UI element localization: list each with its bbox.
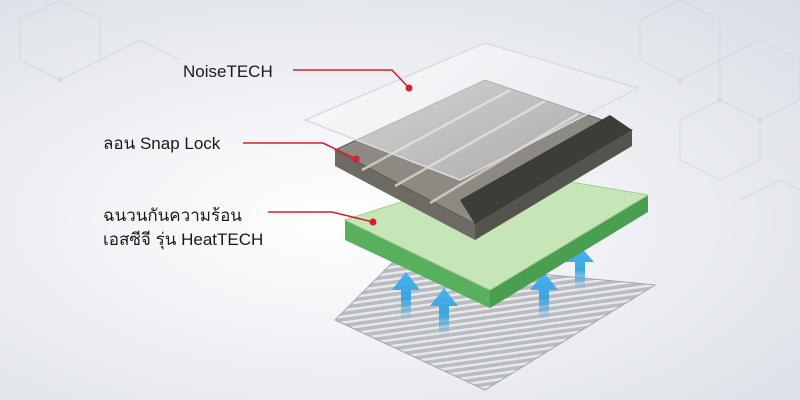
heat-up-arrow	[530, 272, 558, 320]
noisetech-clear-sheet	[303, 42, 641, 181]
heat-up-arrow	[430, 288, 458, 336]
heat-up-arrow	[392, 272, 420, 320]
snap-lock-leader-line	[243, 142, 357, 160]
label-heattech: ฉนวนกันความร้อน เอสซีจี รุ่น HeatTECH	[103, 204, 263, 252]
label-heattech-line1: ฉนวนกันความร้อน	[103, 206, 242, 225]
leader-dots	[352, 84, 413, 226]
noisetech-leader-line	[293, 69, 410, 89]
hex-pattern-decoration	[19, 0, 800, 201]
label-heattech-line2: เอสซีจี รุ่น HeatTECH	[103, 230, 264, 249]
snap-lock-leader-dot	[352, 155, 360, 163]
metal-base-sheet	[334, 259, 657, 391]
heattech-leader-line	[268, 211, 374, 223]
leader-lines	[243, 69, 410, 223]
label-snap-lock: ลอน Snap Lock	[103, 134, 221, 153]
noisetech-leader-dot	[405, 84, 413, 92]
label-noisetech: NoiseTECH	[183, 62, 273, 81]
heattech-leader-dot	[369, 218, 377, 226]
